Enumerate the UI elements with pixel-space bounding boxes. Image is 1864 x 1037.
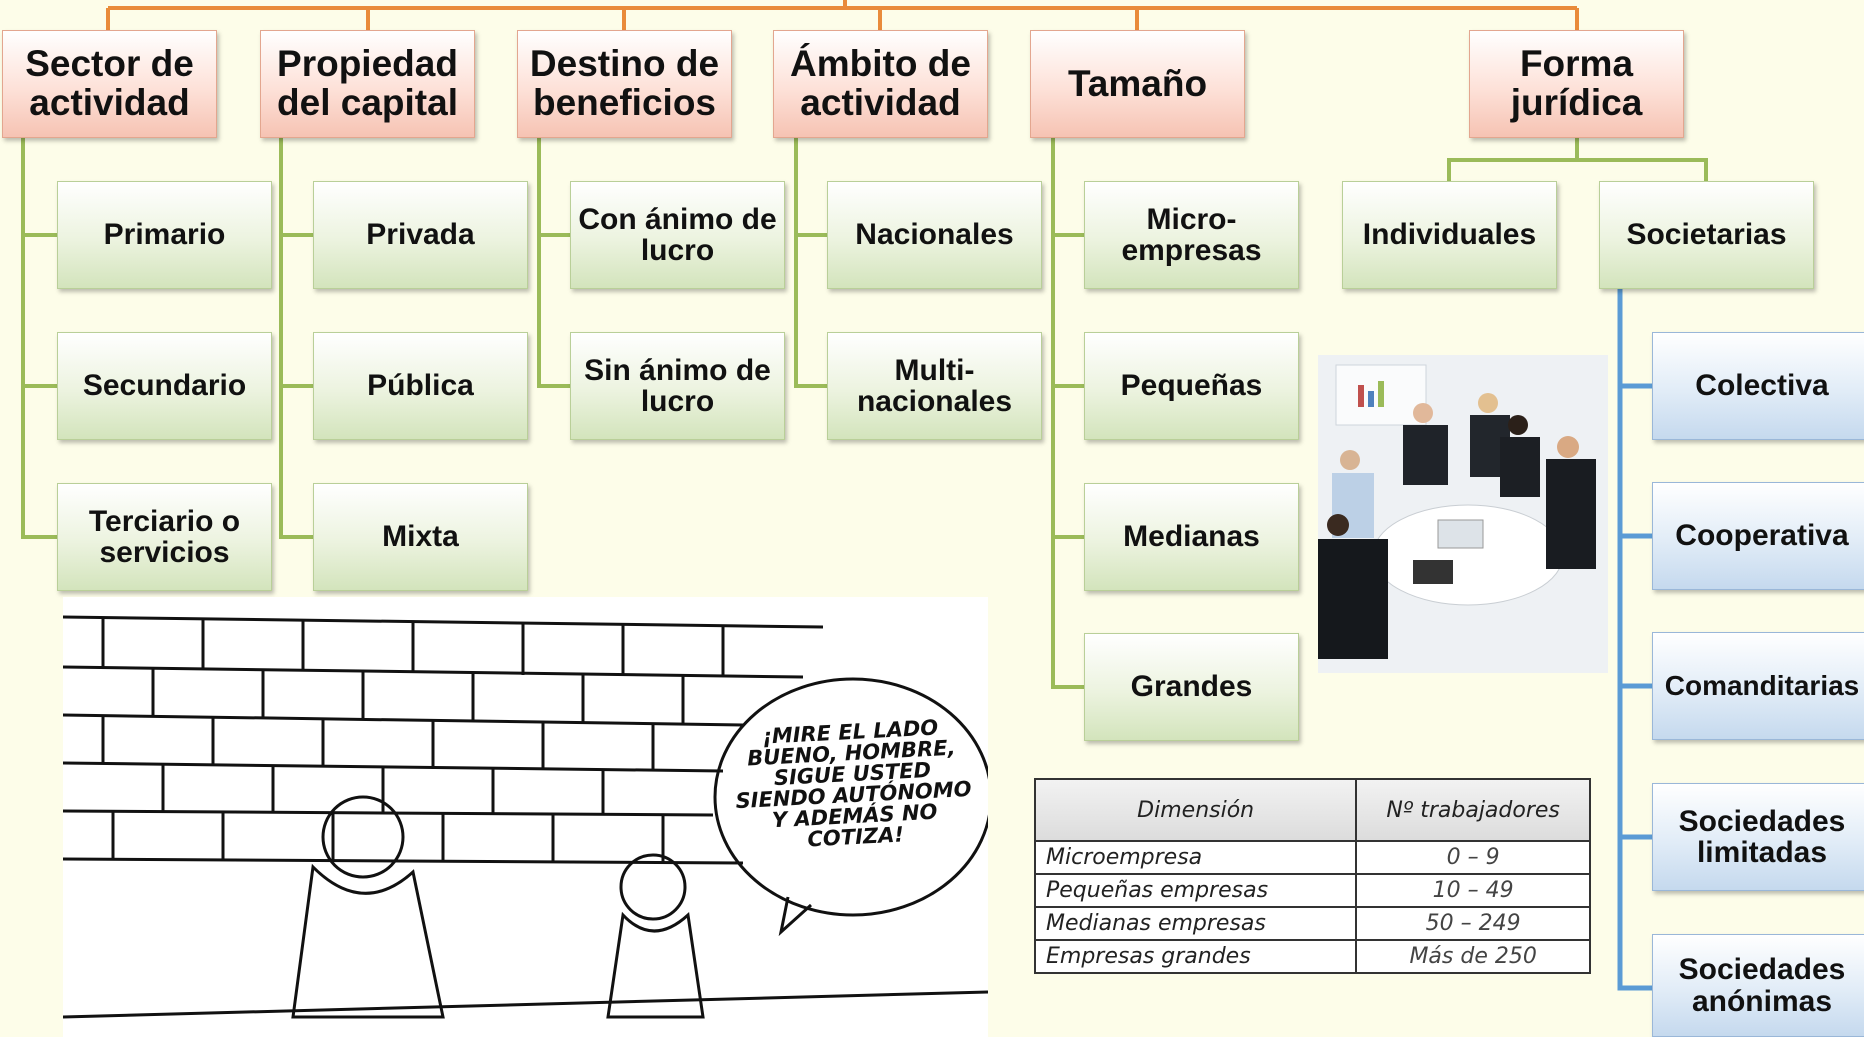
item-label: Sociedades anónimas [1678,953,1846,1018]
cell-workers: 50 – 249 [1355,906,1591,941]
item-privada: Privada [313,181,528,289]
item-label: Multi-nacionales [856,353,1013,418]
item-label: Con ánimo de lucro [578,202,777,267]
category-label: Ámbito de actividad [790,43,971,123]
category-propiedad-del-capital: Propiedad del capital [260,30,475,138]
cell-dimension: Medianas empresas [1033,906,1358,941]
item-grandes: Grandes [1084,633,1299,741]
item-label: Comanditarias [1664,670,1860,702]
item-label: Colectiva [1695,369,1829,403]
item-terciario: Terciario o servicios [57,483,272,591]
table-header-row: Dimensión Nº trabajadores [1033,778,1591,842]
cell-workers: 10 – 49 [1355,873,1591,908]
item-colectiva: Colectiva [1652,332,1864,440]
item-mixta: Mixta [313,483,528,591]
category-label: Tamaño [1067,62,1208,104]
item-comanditarias: Comanditarias [1652,632,1864,740]
cell-dimension: Microempresa [1033,840,1358,875]
item-label: Pequeñas [1120,369,1263,403]
header-workers: Nº trabajadores [1355,778,1591,842]
item-label: Grandes [1130,670,1253,704]
table-row: Empresas grandes Más de 250 [1033,939,1591,974]
speech-bubble-text: ¡MIRE EL LADO BUENO, HOMBRE, SIGUE USTED… [734,715,973,852]
item-cooperativa: Cooperativa [1652,482,1864,590]
table-row: Medianas empresas 50 – 249 [1033,906,1591,941]
item-label: Micro-empresas [1121,202,1262,267]
category-forma-juridica: Forma jurídica [1469,30,1684,138]
item-microempresas: Micro-empresas [1084,181,1299,289]
item-sociedades-limitadas: Sociedades limitadas [1652,783,1864,891]
category-ambito-de-actividad: Ámbito de actividad [773,30,988,138]
company-size-table: Dimensión Nº trabajadores Microempresa 0… [1033,778,1591,974]
cell-dimension: Pequeñas empresas [1033,873,1358,908]
table-row: Microempresa 0 – 9 [1033,840,1591,875]
category-label: Destino de beneficios [529,43,720,123]
item-label: Privada [366,218,475,252]
item-label: Nacionales [855,218,1014,252]
table-row: Pequeñas empresas 10 – 49 [1033,873,1591,908]
item-label: Sociedades limitadas [1678,804,1846,869]
business-meeting-photo [1318,355,1608,673]
item-sociedades-anonimas: Sociedades anónimas [1652,934,1864,1037]
item-label: Cooperativa [1675,519,1849,553]
item-pequenas: Pequeñas [1084,332,1299,440]
cell-workers: Más de 250 [1355,939,1591,974]
item-nacionales: Nacionales [827,181,1042,289]
item-label: Sin ánimo de lucro [584,353,771,418]
category-label: Propiedad del capital [277,43,458,123]
item-multinacionales: Multi-nacionales [827,332,1042,440]
item-label: Mixta [382,520,459,554]
item-label: Primario [103,218,226,252]
header-dimension: Dimensión [1033,778,1358,842]
item-societarias: Societarias [1599,181,1814,289]
category-label: Sector de actividad [25,43,194,123]
item-label: Medianas [1123,520,1260,554]
cell-dimension: Empresas grandes [1033,939,1358,974]
item-label: Pública [367,369,474,403]
item-label: Societarias [1626,218,1787,252]
item-primario: Primario [57,181,272,289]
cell-workers: 0 – 9 [1355,840,1591,875]
category-tamano: Tamaño [1030,30,1245,138]
category-label: Forma jurídica [1510,43,1643,123]
category-destino-de-beneficios: Destino de beneficios [517,30,732,138]
item-secundario: Secundario [57,332,272,440]
item-publica: Pública [313,332,528,440]
item-label: Secundario [82,369,247,403]
item-con-animo-de-lucro: Con ánimo de lucro [570,181,785,289]
item-label: Terciario o servicios [88,504,241,569]
item-sin-animo-de-lucro: Sin ánimo de lucro [570,332,785,440]
item-medianas: Medianas [1084,483,1299,591]
category-sector-de-actividad: Sector de actividad [2,30,217,138]
cartoon-illustration: ¡MIRE EL LADO BUENO, HOMBRE, SIGUE USTED… [63,597,988,1037]
item-label: Individuales [1362,218,1537,252]
item-individuales: Individuales [1342,181,1557,289]
